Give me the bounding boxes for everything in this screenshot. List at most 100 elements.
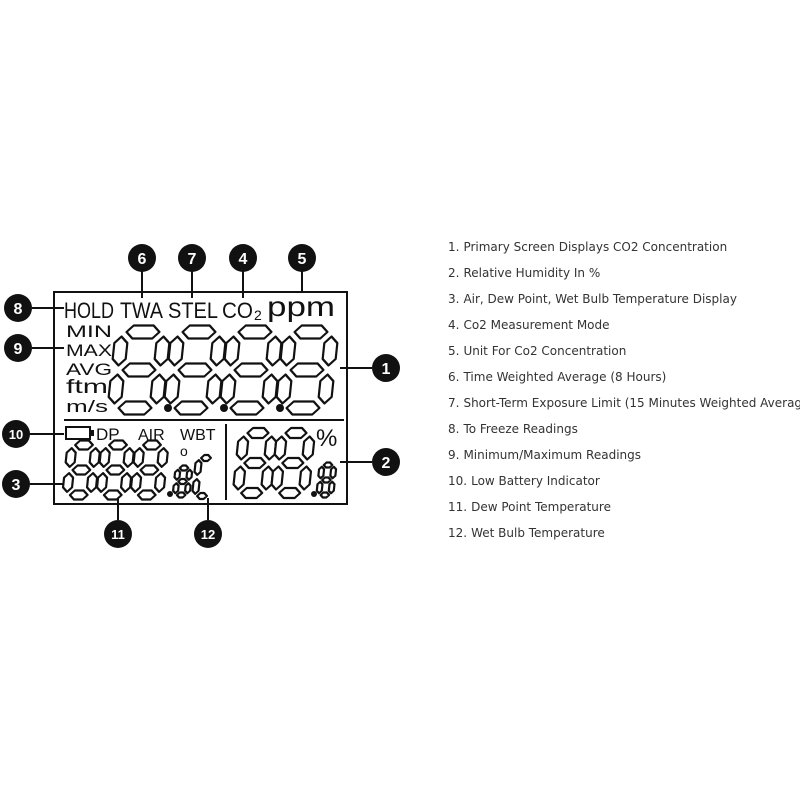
legend-item-number: 12. [448, 526, 468, 540]
lcd-segment [219, 373, 237, 405]
co2-digit [163, 324, 227, 416]
legend-item-text: Time Weighted Average (8 Hours) [463, 370, 667, 384]
battery-icon [65, 426, 94, 440]
percent-symbol: % [316, 425, 337, 452]
callout-8: 8 [4, 294, 32, 322]
temperature-digit [61, 439, 101, 501]
humidity-digits [232, 426, 338, 500]
lcd-segment [235, 435, 250, 461]
legend-item-text: Relative Humidity In % [463, 266, 601, 280]
lcd-segment [223, 335, 241, 367]
lcd-segment [327, 480, 336, 495]
callout-7-label: 7 [188, 251, 197, 268]
co2-indicator: CO [222, 298, 253, 323]
legend-item-text: Dew Point Temperature [471, 500, 611, 514]
legend-item-number: 11. [448, 500, 468, 514]
lcd-segment [163, 373, 181, 405]
lcd-segment [98, 447, 111, 468]
callout-4-label: 4 [239, 251, 248, 268]
callout-1: 1 [372, 354, 400, 382]
lcd-segment [285, 400, 321, 416]
legend-item: 2.Relative Humidity In % [448, 262, 793, 288]
air-indicator: AIR [138, 427, 165, 444]
lcd-segment [177, 477, 188, 486]
lcd-segment [243, 456, 267, 470]
lcd-segment [108, 439, 128, 451]
callout-8-label: 8 [14, 301, 23, 318]
lcd-segment [229, 400, 265, 416]
legend-item-number: 9. [448, 448, 460, 462]
legend-item-number: 6. [448, 370, 460, 384]
temperature-decimal-digit [172, 464, 194, 499]
temperature-digits [61, 439, 213, 501]
co2-digit [107, 324, 171, 416]
co2-subscript: 2 [254, 307, 262, 323]
lcd-segment [95, 472, 109, 493]
lcd-segment [237, 324, 273, 340]
lcd-segment [185, 468, 194, 481]
lcd-segment [88, 447, 101, 468]
lcd-segment [240, 486, 264, 500]
temperature-digit [129, 439, 169, 501]
lcd-segment [107, 373, 125, 405]
co2-main-digits [107, 324, 339, 416]
co2-digit [219, 324, 283, 416]
lcd-segment [191, 478, 201, 496]
legend-item-number: 4. [448, 318, 460, 332]
lcd-segment [173, 400, 209, 416]
legend-item: 3.Air, Dew Point, Wet Bulb Temperature D… [448, 288, 793, 314]
callout-11-label: 11 [111, 527, 125, 542]
humidity-digit [270, 426, 316, 500]
legend-item-text: To Freeze Readings [463, 422, 578, 436]
co2-digit [275, 324, 339, 416]
callout-12-label: 12 [201, 527, 215, 542]
wbt-indicator: WBT [180, 427, 216, 444]
lcd-segment [279, 335, 297, 367]
dp-indicator: DP [96, 425, 120, 444]
temperature-unit-digit [191, 453, 213, 501]
legend-item: 7.Short-Term Exposure Limit (15 Minutes … [448, 392, 800, 418]
lcd-segment [298, 465, 313, 491]
lcd-segment [167, 335, 185, 367]
humidity-decimal-digit [315, 461, 338, 499]
lcd-segment [153, 335, 171, 367]
lcd-segment [246, 426, 270, 440]
lcd-segment [153, 472, 167, 493]
lcd-segment [172, 482, 180, 495]
lcd-segment [321, 335, 339, 367]
callout-2: 2 [372, 448, 400, 476]
lcd-segment [178, 464, 190, 472]
lcd-segment [270, 465, 285, 491]
legend-item-text: Air, Dew Point, Wet Bulb Temperature Dis… [463, 292, 737, 306]
lcd-segment [136, 489, 157, 501]
lcd-segment [111, 335, 129, 367]
lcd-segment [261, 373, 279, 405]
callout-9: 9 [4, 334, 32, 362]
lcd-segment [193, 458, 203, 476]
decimal-point [220, 404, 228, 412]
decimal-point [311, 491, 317, 497]
lcd-segment [129, 472, 143, 493]
lcd-segment [275, 373, 293, 405]
legend-item-number: 2. [448, 266, 460, 280]
lcd-segment [132, 447, 145, 468]
legend-item: 11.Dew Point Temperature [448, 496, 793, 522]
legend-item: 12.Wet Bulb Temperature [448, 522, 793, 548]
legend-item-number: 5. [448, 344, 460, 358]
max-indicator: MAX [66, 341, 112, 360]
legend-item-number: 1. [448, 240, 460, 254]
legend-list: 1.Primary Screen Displays CO2 Concentrat… [448, 236, 800, 548]
lcd-segment [232, 465, 247, 491]
min-indicator: MIN [66, 322, 112, 341]
callout-1-label: 1 [382, 361, 391, 378]
callout-7: 7 [178, 244, 206, 272]
lcd-segment [85, 472, 99, 493]
callout-2-label: 2 [382, 455, 391, 472]
legend-item: 10.Low Battery Indicator [448, 470, 793, 496]
legend-item: 4.Co2 Measurement Mode [448, 314, 793, 340]
legend-item-number: 8. [448, 422, 460, 436]
lcd-segment [289, 362, 325, 378]
lcd-segment [273, 435, 288, 461]
twa-indicator: TWA [120, 298, 163, 323]
